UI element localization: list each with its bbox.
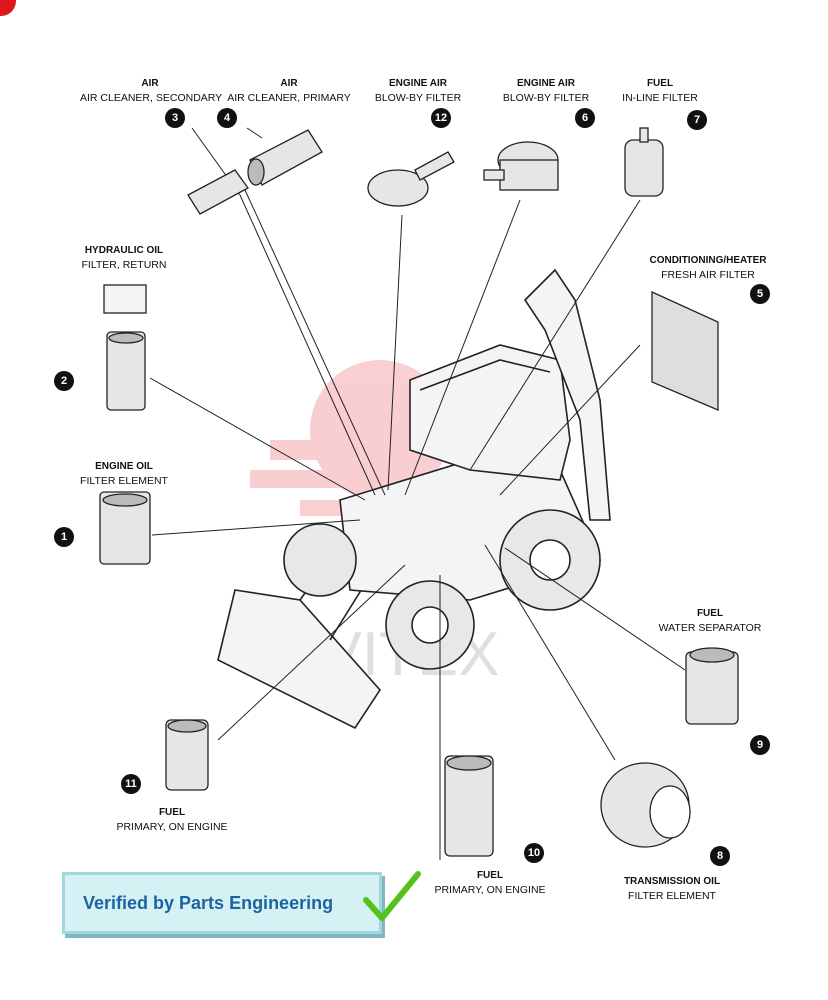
verified-text: Verified by Parts Engineering xyxy=(83,893,334,913)
secondary-air-cleaner-icon xyxy=(187,169,249,215)
callout-10: 10 xyxy=(524,843,544,863)
hydraulic-filter-icon xyxy=(103,284,147,411)
leader-lines xyxy=(149,127,686,860)
callout-3: 3 xyxy=(165,108,185,128)
checkmark-icon xyxy=(363,871,421,921)
backhoe-loader-icon xyxy=(217,268,611,730)
callout-9: 9 xyxy=(750,735,770,755)
blow-by-filter-2-icon xyxy=(483,141,559,191)
verified-stamp: Verified by Parts Engineering xyxy=(62,872,382,934)
callout-11: 11 xyxy=(121,774,141,794)
fuel-primary-filter-11-icon xyxy=(165,719,209,791)
engine-oil-filter-icon xyxy=(99,491,151,565)
callout-2: 2 xyxy=(54,371,74,391)
blow-by-filter-icon xyxy=(367,151,455,207)
inline-fuel-filter-icon xyxy=(624,127,664,197)
callout-5: 5 xyxy=(750,284,770,304)
fuel-primary-filter-10-icon xyxy=(444,755,494,857)
water-separator-icon xyxy=(685,647,739,725)
primary-air-cleaner-icon xyxy=(247,129,323,186)
callout-4: 4 xyxy=(217,108,237,128)
callout-1: 1 xyxy=(54,527,74,547)
callout-7: 7 xyxy=(687,110,707,130)
callout-8: 8 xyxy=(710,846,730,866)
callout-6: 6 xyxy=(575,108,595,128)
callout-12: 12 xyxy=(431,108,451,128)
cab-air-filter-icon xyxy=(651,290,719,411)
transmission-filter-icon xyxy=(600,762,691,848)
